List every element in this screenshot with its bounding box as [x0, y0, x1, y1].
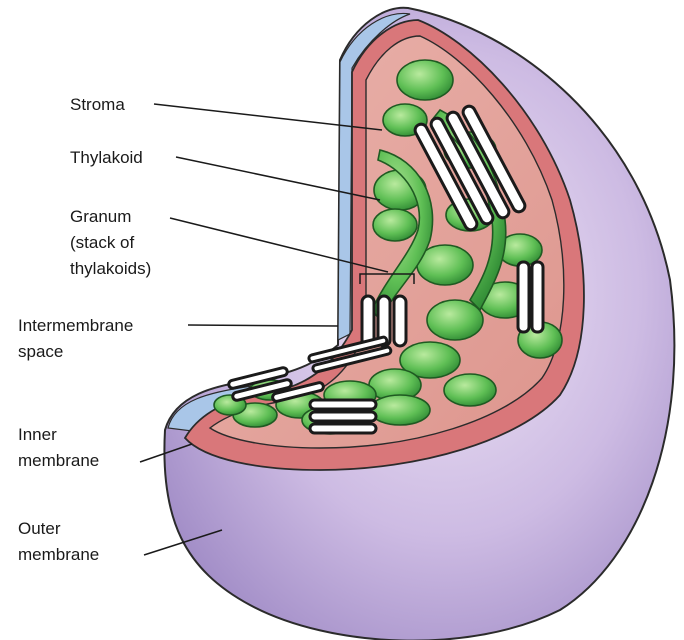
- thylakoid-label: Thylakoid: [70, 148, 143, 167]
- intermembrane-leader: [188, 325, 338, 326]
- inner-membrane-label-line2: membrane: [18, 451, 99, 470]
- granum-label-line2: (stack of: [70, 233, 135, 252]
- outer-membrane-label-line2: membrane: [18, 545, 99, 564]
- granum-label: Granum: [70, 207, 131, 226]
- outer-membrane-label: Outer: [18, 519, 61, 538]
- stroma-label: Stroma: [70, 95, 125, 114]
- granum-label-line3: thylakoids): [70, 259, 151, 278]
- intermembrane-label: Intermembrane: [18, 316, 133, 335]
- inner-membrane-label: Inner: [18, 425, 57, 444]
- granum-stack-front: [310, 400, 376, 433]
- intermembrane-label-line2: space: [18, 342, 63, 361]
- granum-stack-right: [518, 262, 543, 332]
